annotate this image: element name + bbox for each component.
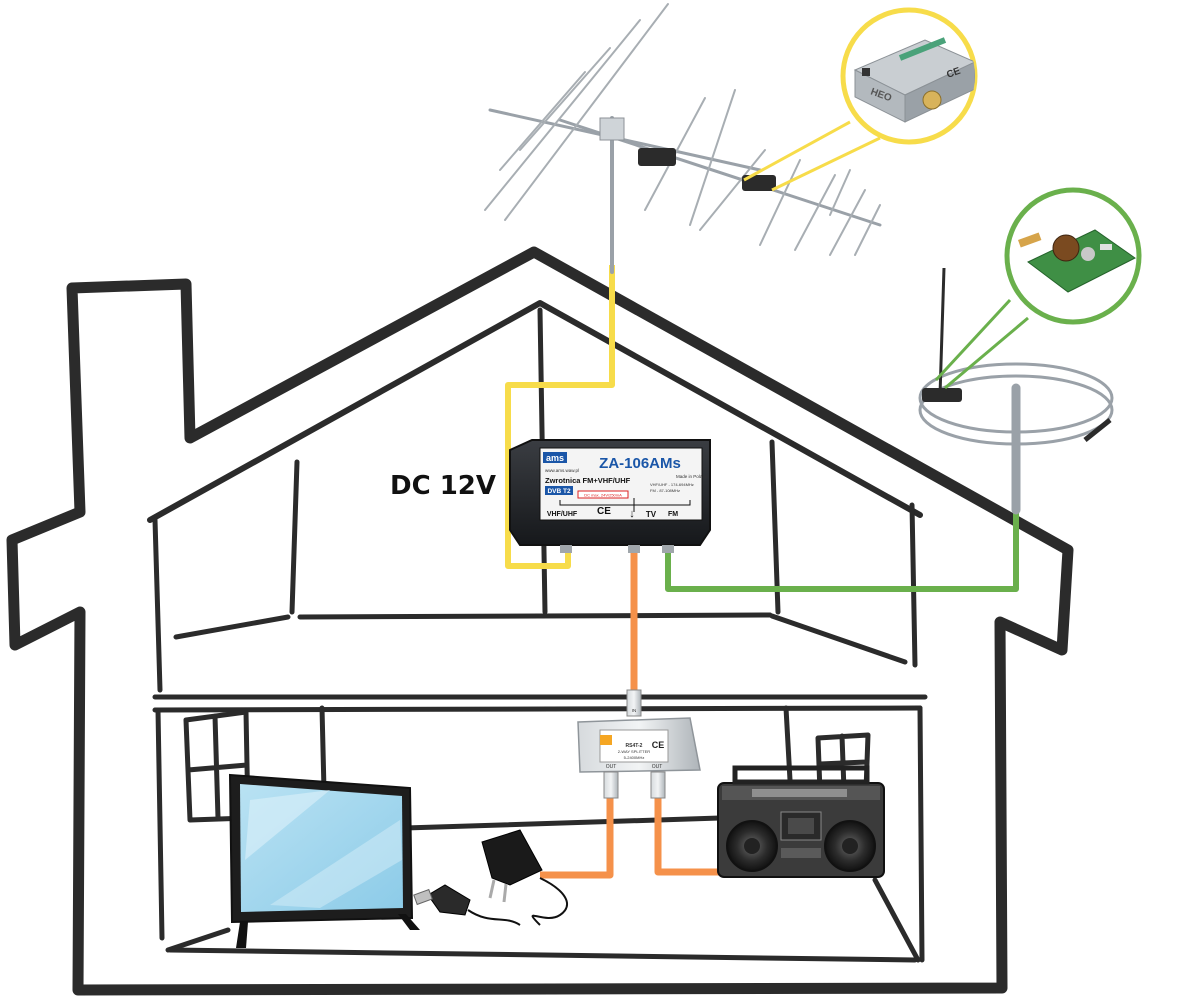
splitter-2way: IN RS4T-2 2-WAY SPLITTER 5-2400MHz CE OU… bbox=[577, 689, 701, 799]
combiner-spec-2: FM - 87-108MHz bbox=[650, 488, 680, 493]
amp-ce-text: CE bbox=[945, 66, 962, 81]
splitter-desc-1: 2-WAY SPLITTER bbox=[618, 749, 650, 754]
masthead-amplifier-zoom: HEO CE bbox=[743, 7, 978, 192]
power-label: DC 12V bbox=[390, 471, 496, 501]
splitter-model: RS4T-2 bbox=[626, 743, 643, 749]
combiner-arrow-down-icon: ↓ bbox=[629, 508, 635, 520]
splitter-in-label: IN bbox=[632, 708, 637, 713]
flat-tv-icon bbox=[228, 773, 420, 948]
combiner-spec-1: VHF/UHF - 174-694MHz bbox=[650, 482, 694, 487]
splitter-out-right: OUT bbox=[652, 764, 663, 770]
fm-amplifier-zoom bbox=[934, 187, 1142, 390]
splitter-desc-2: 5-2400MHz bbox=[624, 755, 645, 760]
house-sketch bbox=[6, 246, 1074, 996]
cables bbox=[505, 265, 1019, 879]
combiner-port-fm: FM bbox=[668, 511, 678, 518]
combiner-website: www.ams.waw.pl bbox=[545, 468, 579, 473]
splitter-out-left: OUT bbox=[606, 764, 617, 770]
combiner-ce: CE bbox=[597, 506, 611, 517]
combiner-dvb-badge-bg bbox=[545, 486, 573, 495]
combiner-dc-note: DC max. 24V/250mA bbox=[584, 493, 622, 498]
combiner-port-vhf-uhf: VHF/UHF bbox=[547, 511, 578, 518]
combiner-port-tv: TV bbox=[646, 510, 657, 519]
tv-cable-tv-branch bbox=[540, 795, 614, 879]
combiner-dvb-badge: DVB T2 bbox=[547, 488, 571, 495]
yagi-antenna-icon bbox=[484, 3, 882, 274]
fm-loop-antenna-icon bbox=[918, 267, 1114, 515]
coax-plug-icon bbox=[413, 884, 521, 926]
fm-cable bbox=[665, 500, 1019, 592]
combiner-za106ams: ams ZA-106AMs www.ams.waw.pl Made in Pol… bbox=[509, 439, 711, 553]
boombox-icon bbox=[717, 765, 885, 878]
splitter-ce: CE bbox=[652, 740, 665, 750]
power-adapter-icon bbox=[481, 829, 568, 926]
combiner-brand-badge bbox=[543, 452, 567, 463]
combiner-made-in: Made in Poland bbox=[676, 474, 708, 479]
combiner-subtitle: Zwrotnica FM+VHF/UHF bbox=[545, 476, 631, 485]
combiner-model: ZA-106AMs bbox=[599, 455, 681, 472]
tv-cable-radio-branch bbox=[654, 795, 720, 876]
uhf-cable bbox=[505, 265, 615, 569]
combiner-brand: ams bbox=[546, 453, 564, 463]
